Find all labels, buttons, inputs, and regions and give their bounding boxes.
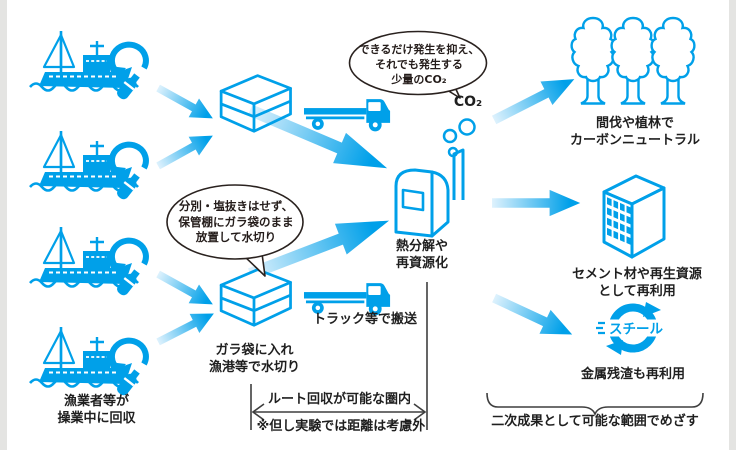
co2-bubbles-icon [442, 118, 476, 158]
speech-bubble-storage [166, 184, 304, 277]
storage-rack-icon [212, 68, 296, 138]
forest-trees-icon [650, 14, 696, 110]
fishing-boat-icon [28, 126, 156, 208]
co2-label: CO₂ [453, 94, 483, 110]
fishing-boat-icon [28, 222, 156, 304]
steel-recycle-mark-icon: スチール [596, 302, 676, 355]
bag-label: ガラ袋に入れ 漁港等で水切り [208, 343, 300, 376]
pyrolysis-label: 熱分解や 再資源化 [396, 239, 449, 272]
flow-arrow-boat1 [152, 77, 221, 131]
left-frame-strip [0, 0, 7, 450]
route-note-label: ※但し実験では距離は考慮外 [256, 419, 426, 434]
speech-bubble-co2 [348, 30, 488, 99]
cement-label: セメント材や再生資源 として再利用 [572, 267, 702, 300]
fishing-boat-icon [28, 322, 156, 404]
speech-bubble-storage-text: 分別・塩抜きはせず、 保管棚にガラ袋のまま 放置して水切り [178, 199, 294, 244]
forest-label: 間伐や植林で カーボンニュートラル [569, 116, 700, 149]
secondary-scope-brace [486, 392, 704, 416]
route-range-bracket [250, 282, 428, 430]
speech-bubble-co2-text: できるだけ発生を抑え、 それでも発生する 少量のCO₂ [358, 43, 480, 86]
right-frame-strip [729, 0, 736, 450]
truck-label: トラック等で搬送 [312, 312, 417, 327]
flow-arrow-boat2 [152, 124, 221, 178]
cement-building-icon [594, 165, 672, 265]
steel-logo-text: スチール [609, 322, 663, 338]
secondary-goal-label: 二次成果として可能な範囲でめざす [491, 414, 699, 429]
fishing-boat-icon [28, 26, 156, 108]
route-label: ルート回収が可能な圏内 [267, 392, 411, 407]
metal-label: 金属残渣も再利用 [580, 367, 685, 382]
flow-arrow-to-cement [492, 187, 582, 219]
fishermen-label: 漁業者等が 操業中に回収 [57, 394, 136, 427]
